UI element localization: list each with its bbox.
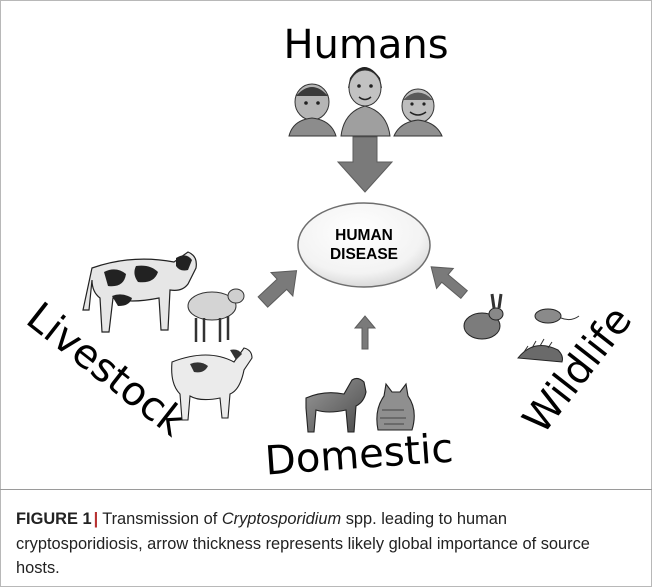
humans-illustration: [288, 67, 443, 137]
child-center-illustration: [340, 67, 391, 137]
human-disease-node: HUMAN DISEASE: [297, 202, 431, 288]
human-disease-line2: DISEASE: [330, 246, 398, 263]
caption-separator: |: [93, 510, 99, 528]
arrow-humans: [336, 136, 394, 193]
caption-text-after: spp. leading to human cryptosporidiosis,…: [16, 510, 590, 577]
wildlife-illustration: [463, 293, 580, 363]
child-right-illustration: [393, 88, 443, 137]
mouse-illustration: [534, 308, 580, 324]
figure-caption: FIGURE 1|Transmission of Cryptosporidium…: [16, 507, 636, 581]
lamb-illustration: [187, 288, 245, 342]
caption-label: FIGURE 1: [16, 510, 92, 528]
arrow-wildlife: [430, 266, 469, 300]
human-disease-line1: HUMAN: [335, 227, 393, 244]
cat-illustration: [376, 382, 415, 431]
cow-illustration: [82, 251, 197, 333]
caption-divider: [0, 489, 652, 490]
label-wildlife: Wildlife: [514, 298, 641, 442]
hedgehog-illustration: [517, 338, 563, 363]
child-left-illustration: [288, 83, 337, 137]
rabbit-illustration: [463, 293, 504, 340]
livestock-illustration: [82, 251, 253, 421]
arrow-livestock: [257, 270, 298, 308]
transmission-diagram: Humans Livestock Domestic Wildlife HUMAN…: [18, 22, 641, 485]
caption-genus: Cryptosporidium: [221, 510, 342, 528]
arrow-domestic: [353, 315, 377, 350]
label-humans: Humans: [283, 22, 448, 68]
caption-text-before: Transmission of: [102, 510, 222, 528]
goat-illustration: [171, 347, 253, 421]
label-domestic: Domestic: [263, 426, 454, 485]
dog-illustration: [305, 377, 367, 433]
domestic-illustration: [305, 377, 415, 433]
